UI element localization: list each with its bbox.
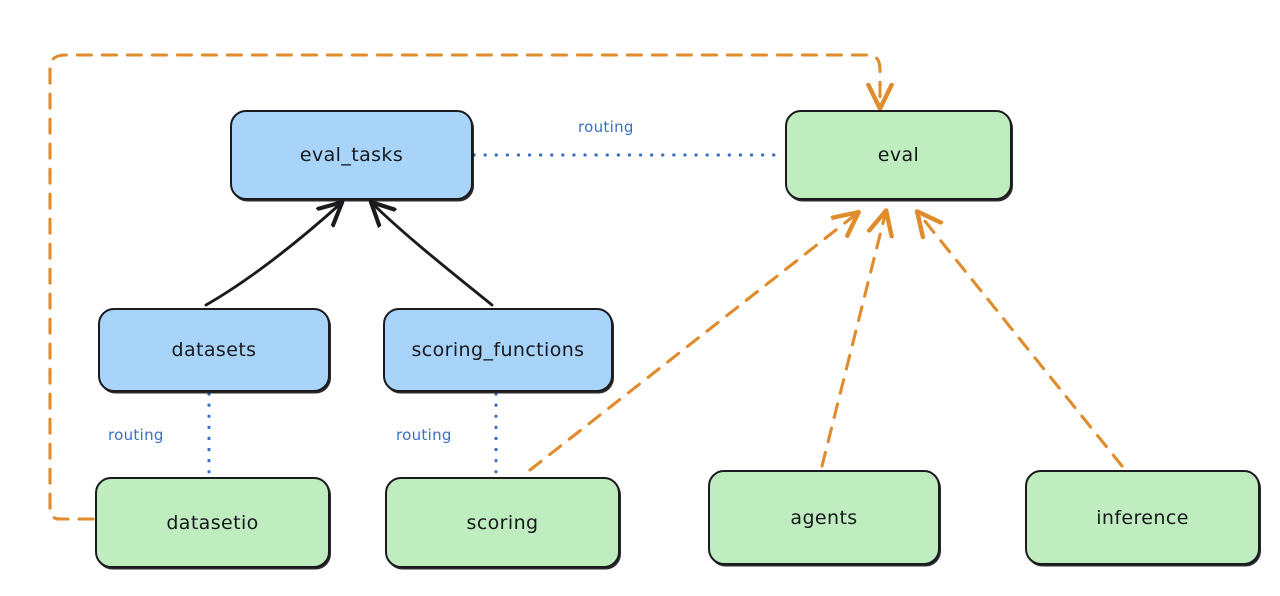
edge-scoring-functions-to-eval-tasks: [374, 205, 494, 307]
edge-inference-to-eval: [920, 215, 1124, 468]
node-label-agents: agents: [790, 506, 858, 529]
node-datasets[interactable]: datasets: [98, 308, 330, 392]
node-eval-tasks[interactable]: eval_tasks: [230, 110, 473, 200]
edge-label-routing-scoring-functions-scoring: routing: [396, 426, 452, 444]
node-agents[interactable]: agents: [708, 470, 940, 565]
edge-datasets-to-eval-tasks: [204, 205, 339, 307]
node-label-eval-tasks: eval_tasks: [299, 144, 404, 166]
node-label-datasets: datasets: [171, 339, 257, 361]
node-inference[interactable]: inference: [1025, 470, 1260, 565]
node-eval[interactable]: eval: [785, 110, 1012, 200]
node-scoring-functions[interactable]: scoring_functions: [383, 308, 613, 392]
node-label-inference: inference: [1096, 506, 1189, 529]
node-label-eval: eval: [877, 144, 920, 166]
node-datasetio[interactable]: datasetio: [95, 477, 330, 568]
node-label-scoring: scoring: [466, 511, 539, 534]
edge-agents-to-eval: [820, 215, 885, 468]
node-label-scoring-functions: scoring_functions: [411, 339, 585, 361]
edge-label-routing-eval-tasks-eval: routing: [578, 118, 634, 136]
node-label-datasetio: datasetio: [166, 511, 259, 534]
edge-label-routing-datasets-datasetio: routing: [108, 426, 164, 444]
node-scoring[interactable]: scoring: [385, 477, 620, 568]
